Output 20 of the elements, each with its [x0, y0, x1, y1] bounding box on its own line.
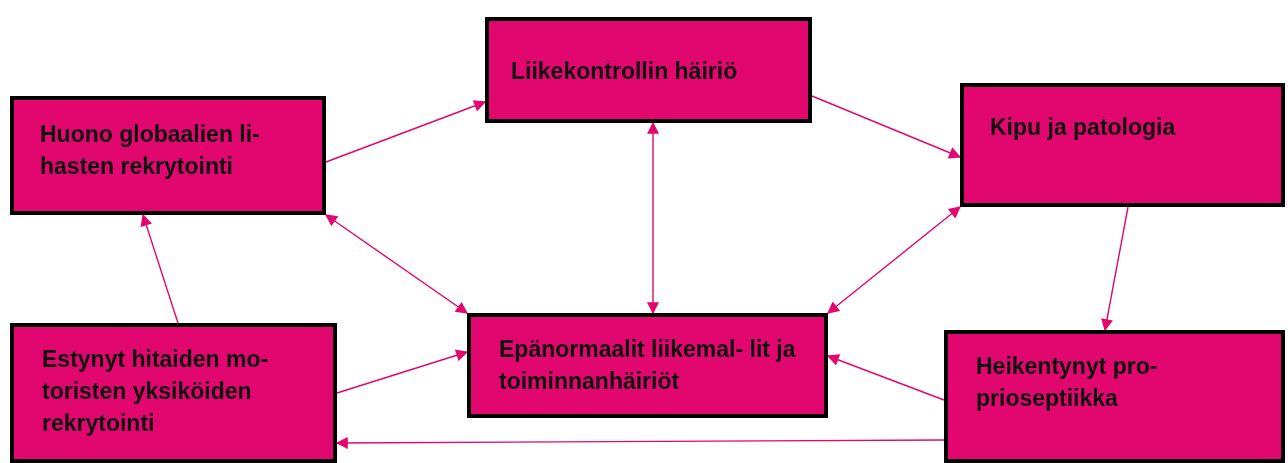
box-label: Heikentynyt pro- prioseptiikka	[976, 352, 1159, 414]
process-box	[960, 83, 1285, 207]
process-box	[944, 330, 1285, 463]
box-label: Epänormaalit liikemal- lit ja toiminnanhäiriöt	[499, 335, 797, 397]
box-label: Kipu ja patologia	[990, 113, 1177, 142]
process-box	[485, 17, 812, 123]
arrow	[336, 349, 469, 394]
arrow	[1101, 206, 1129, 332]
arrow	[811, 95, 962, 159]
arrow	[647, 121, 659, 315]
box-label: Huono globaalien li- hasten rekrytointi	[40, 120, 261, 182]
box-label: Liikekontrollin häiriö	[511, 57, 739, 86]
arrow	[140, 213, 179, 324]
process-box	[467, 313, 828, 418]
arrow	[325, 100, 487, 163]
box-label: Estynyt hitaiden mo- toristen yksiköiden rekrytointi	[42, 345, 270, 439]
process-box	[10, 96, 326, 215]
arrow	[325, 214, 468, 314]
process-box	[10, 323, 337, 463]
arrow	[827, 206, 961, 314]
